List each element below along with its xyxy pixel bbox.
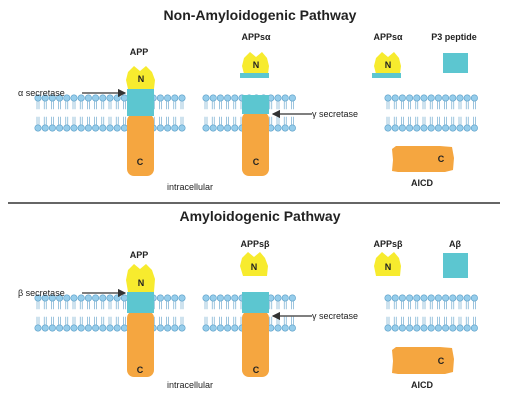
appsb-fragment xyxy=(240,252,268,276)
non-amyloidogenic-title: Non-Amyloidogenic Pathway xyxy=(164,7,357,23)
c83-fragment xyxy=(242,95,269,176)
p3-peptide-label: P3 peptide xyxy=(431,32,477,42)
app-protein-top xyxy=(126,66,155,176)
c83-c-terminus: C xyxy=(253,157,260,167)
beta-secretase-label: β secretase xyxy=(18,288,65,298)
app-n-terminus: N xyxy=(138,74,145,84)
membrane-bottom-right xyxy=(384,294,478,332)
appsa-fragment-top xyxy=(240,52,269,78)
app-n-domain xyxy=(126,66,155,89)
appsa-fragment-right xyxy=(372,52,401,78)
gamma-secretase-label-top: γ secretase xyxy=(312,109,358,119)
aicd-label-bottom: AICD xyxy=(411,380,433,390)
alpha-secretase-label: α secretase xyxy=(18,88,65,98)
appsa-n-terminus: N xyxy=(253,60,260,70)
aicd-fragment-top xyxy=(392,146,454,172)
membrane-top-right xyxy=(384,94,478,132)
appsb-label-right: APPsβ xyxy=(373,239,403,249)
appsb-right-n-terminus: N xyxy=(385,262,392,272)
aicd-label-top: AICD xyxy=(411,178,433,188)
appsb-label: APPsβ xyxy=(240,239,270,249)
intracellular-label-bottom: intracellular xyxy=(167,380,213,390)
appsa-label: APPsα xyxy=(241,32,271,42)
membrane-top-left xyxy=(34,94,186,132)
p3-peptide xyxy=(443,53,468,73)
gamma-secretase-label-bottom: γ secretase xyxy=(312,311,358,321)
app-label-bottom: APP xyxy=(130,250,149,260)
c99-fragment xyxy=(242,292,269,377)
appsa-label-right: APPsα xyxy=(373,32,403,42)
aicd-fragment-bottom xyxy=(392,347,454,374)
appsb-n-terminus: N xyxy=(251,262,258,272)
amyloidogenic-title: Amyloidogenic Pathway xyxy=(179,208,340,224)
appsb-fragment-right xyxy=(374,252,401,276)
c99-c-terminus: C xyxy=(253,365,260,375)
app-transmembrane-domain xyxy=(127,89,154,116)
appsa-right-n-terminus: N xyxy=(385,60,392,70)
intracellular-label-top: intracellular xyxy=(167,182,213,192)
app-c-domain xyxy=(127,114,154,176)
membrane-bottom-left xyxy=(34,294,186,332)
app-c-terminus: C xyxy=(137,157,144,167)
app-protein-bottom xyxy=(126,264,155,377)
abeta-label: Aβ xyxy=(449,239,461,249)
abeta-peptide xyxy=(443,253,468,278)
aicd-top-c-terminus: C xyxy=(438,154,445,164)
app-bottom-n-terminus: N xyxy=(138,278,145,288)
app-label: APP xyxy=(130,47,149,57)
app-bottom-c-terminus: C xyxy=(137,365,144,375)
aicd-bottom-c-terminus: C xyxy=(438,356,445,366)
